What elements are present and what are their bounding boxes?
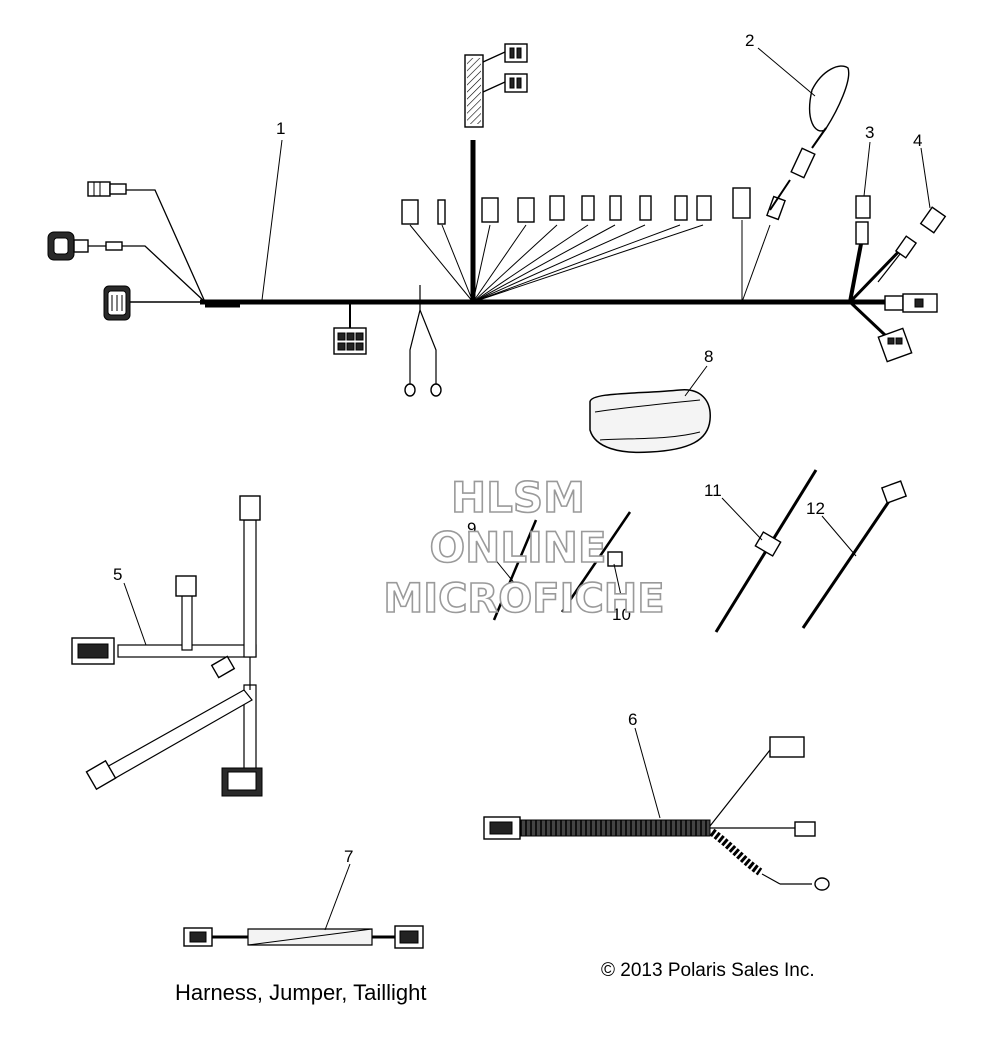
callout-numbers: 1 2 3 4 5 6 7 8 9 10 11 12 xyxy=(113,31,922,866)
callout-6: 6 xyxy=(628,710,637,729)
callout-1: 1 xyxy=(276,119,285,138)
right-lower-connector xyxy=(877,327,913,363)
part-2-fuse-holder xyxy=(769,65,850,211)
callout-8: 8 xyxy=(704,347,713,366)
part-7-jumper xyxy=(183,925,424,949)
leader-lines xyxy=(123,47,931,931)
connector-plug xyxy=(87,181,127,197)
callout-9: 9 xyxy=(467,519,476,538)
callout-12: 12 xyxy=(806,499,825,518)
part-8-cover xyxy=(589,389,711,454)
part-3-connector xyxy=(855,195,871,245)
copyright-notice: © 2013 Polaris Sales Inc. xyxy=(601,960,815,981)
main-harness xyxy=(47,43,947,397)
watermark: HLSM ONLINE MICROFICHE xyxy=(383,472,666,623)
connector-large xyxy=(103,285,131,321)
callout-5: 5 xyxy=(113,565,122,584)
callout-11: 11 xyxy=(704,481,722,500)
top-connector-row xyxy=(401,187,786,303)
diagram-caption: Harness, Jumper, Taillight xyxy=(175,980,427,1005)
cable-ties xyxy=(492,469,908,633)
connector-round xyxy=(47,231,123,261)
watermark-line-3: MICROFICHE xyxy=(383,576,664,622)
part-5-harness xyxy=(71,495,263,797)
callout-4: 4 xyxy=(913,131,922,150)
callout-7: 7 xyxy=(344,847,353,866)
watermark-line-1: HLSM xyxy=(451,473,585,522)
part-4-connector xyxy=(877,206,947,283)
callout-10: 10 xyxy=(612,605,631,624)
watermark-line-2: ONLINE xyxy=(429,523,606,572)
callout-2: 2 xyxy=(745,31,754,50)
callout-3: 3 xyxy=(865,123,874,142)
part-6-harness xyxy=(483,736,830,891)
